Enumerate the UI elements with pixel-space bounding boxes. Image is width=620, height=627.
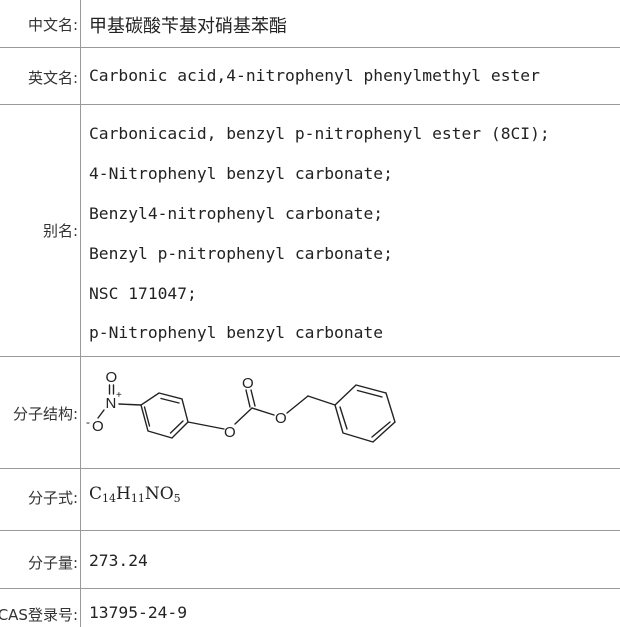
formula-label: 分子式: xyxy=(27,489,78,507)
bond xyxy=(286,395,309,414)
benzene-ring xyxy=(334,384,396,443)
bond xyxy=(339,406,348,430)
alias-item: Carbonicacid, benzyl p-nitrophenyl ester… xyxy=(89,124,550,143)
alias-item: NSC 171047; xyxy=(89,284,197,303)
atom-label: O xyxy=(275,410,287,427)
bond xyxy=(307,395,336,406)
chinese-name-label: 中文名: xyxy=(27,16,78,34)
atom-label: O xyxy=(242,375,254,392)
benzene-ring xyxy=(140,392,189,439)
atom-label: - xyxy=(86,415,90,429)
atom-label: O xyxy=(106,369,118,386)
alias-item: Benzyl p-nitrophenyl carbonate; xyxy=(89,244,393,263)
row-divider xyxy=(0,530,620,531)
row-divider xyxy=(0,468,620,469)
cas-label: CAS登录号: xyxy=(0,606,78,624)
row-divider xyxy=(0,356,620,357)
row-divider xyxy=(0,47,620,48)
bond xyxy=(169,420,184,434)
bond xyxy=(234,407,253,425)
formula-value: C14H11NO5 xyxy=(89,484,181,505)
bond xyxy=(97,409,105,419)
molecular-weight-value: 273.24 xyxy=(89,551,148,570)
alias-item: 4-Nitrophenyl benzyl carbonate; xyxy=(89,164,393,183)
structure-diagram: O N + O - O O O xyxy=(86,369,396,443)
atom-label: N xyxy=(106,395,117,412)
english-name-label: 英文名: xyxy=(27,69,78,87)
english-name-value: Carbonic acid,4-nitrophenyl phenylmethyl… xyxy=(89,66,540,85)
atom-label: + xyxy=(116,390,122,401)
bond xyxy=(356,389,383,398)
atom-label: O xyxy=(92,418,104,435)
bond xyxy=(245,389,251,408)
alias-item: p-Nitrophenyl benzyl carbonate xyxy=(89,323,384,342)
bond xyxy=(143,406,151,427)
column-divider xyxy=(80,0,81,627)
row-divider xyxy=(0,588,620,589)
bond xyxy=(250,389,256,407)
bond xyxy=(251,407,275,416)
bond xyxy=(187,421,225,430)
aliases-label: 别名: xyxy=(42,222,78,240)
row-divider xyxy=(0,104,620,105)
structure-label: 分子结构: xyxy=(12,405,78,423)
chinese-name-value: 甲基碳酸苄基对硝基苯酯 xyxy=(89,16,287,37)
atom-label: O xyxy=(224,424,236,441)
bond xyxy=(118,403,142,406)
bond xyxy=(160,397,180,404)
bond xyxy=(371,421,391,438)
alias-item: Benzyl4-nitrophenyl carbonate; xyxy=(89,204,384,223)
cas-value: 13795-24-9 xyxy=(89,603,188,622)
molecular-weight-label: 分子量: xyxy=(27,554,78,572)
